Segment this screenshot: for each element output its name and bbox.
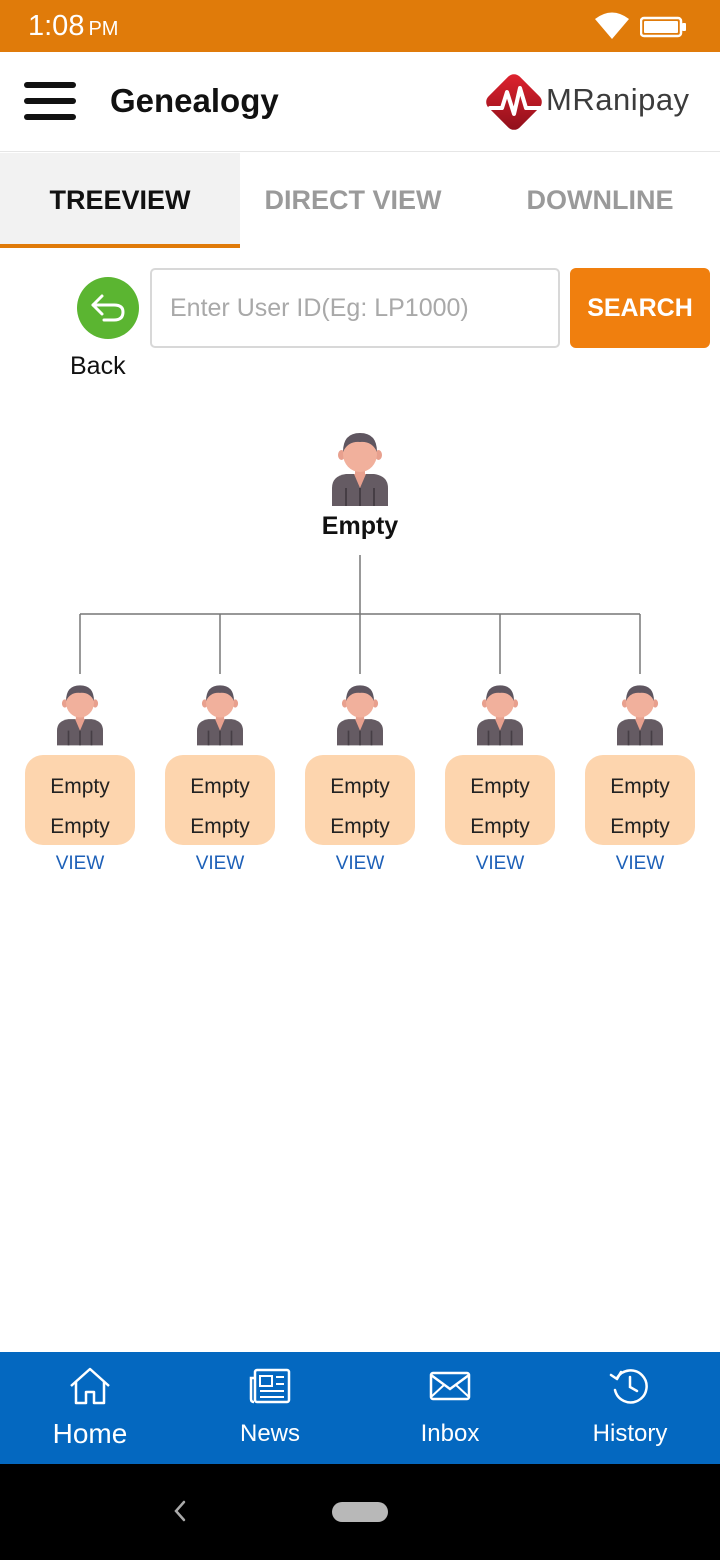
child-id: Empty bbox=[190, 815, 250, 838]
brand-logo-icon bbox=[486, 74, 542, 130]
child-info-card[interactable]: Empty Empty bbox=[585, 755, 695, 845]
root-user-label: Empty bbox=[321, 512, 399, 540]
child-user-avatar-icon[interactable] bbox=[337, 684, 383, 746]
child-id: Empty bbox=[610, 815, 670, 838]
nav-inbox[interactable]: Inbox bbox=[360, 1352, 540, 1464]
child-user-avatar-icon[interactable] bbox=[617, 684, 663, 746]
child-user-avatar-icon[interactable] bbox=[197, 684, 243, 746]
view-link[interactable]: VIEW bbox=[475, 853, 525, 874]
system-back-icon[interactable] bbox=[170, 1496, 190, 1526]
child-id: Empty bbox=[50, 815, 110, 838]
nav-news[interactable]: News bbox=[180, 1352, 360, 1464]
back-button[interactable] bbox=[77, 277, 139, 339]
tab-bar: TREEVIEW DIRECT VIEW DOWNLINE bbox=[0, 153, 720, 248]
search-button[interactable]: SEARCH bbox=[570, 268, 710, 348]
brand-name: MRanipay bbox=[546, 82, 690, 117]
child-name: Empty bbox=[470, 775, 530, 798]
status-time-value: 1:08 bbox=[28, 10, 85, 42]
child-info-card[interactable]: Empty Empty bbox=[165, 755, 275, 845]
root-user-avatar-icon[interactable] bbox=[332, 432, 388, 506]
history-icon bbox=[609, 1369, 648, 1404]
child-name: Empty bbox=[50, 775, 110, 798]
page-title: Genealogy bbox=[110, 82, 279, 119]
tab-direct-view[interactable]: DIRECT VIEW bbox=[264, 185, 442, 215]
status-time-ampm: PM bbox=[88, 18, 119, 40]
view-link[interactable]: VIEW bbox=[195, 853, 245, 874]
mail-icon bbox=[429, 1371, 471, 1401]
child-info-card[interactable]: Empty Empty bbox=[445, 755, 555, 845]
nav-news-label: News bbox=[239, 1420, 300, 1447]
view-link[interactable]: VIEW bbox=[55, 853, 105, 874]
nav-history-label: History bbox=[592, 1420, 668, 1447]
child-user-avatar-icon[interactable] bbox=[57, 684, 103, 746]
view-link[interactable]: VIEW bbox=[615, 853, 665, 874]
child-info-card[interactable]: Empty Empty bbox=[305, 755, 415, 845]
child-node-3: Empty Empty VIEW bbox=[304, 684, 416, 875]
child-name: Empty bbox=[610, 775, 670, 798]
nav-home[interactable]: Home bbox=[0, 1352, 180, 1464]
child-node-2: Empty Empty VIEW bbox=[164, 684, 276, 875]
nav-inbox-label: Inbox bbox=[420, 1420, 480, 1447]
child-node-1: Empty Empty VIEW bbox=[24, 684, 136, 875]
tree-connector-lines bbox=[79, 555, 641, 674]
battery-icon bbox=[640, 16, 686, 38]
child-node-5: Empty Empty VIEW bbox=[584, 684, 696, 875]
back-label: Back bbox=[70, 352, 126, 380]
hamburger-menu-icon[interactable] bbox=[24, 82, 76, 122]
nav-history[interactable]: History bbox=[540, 1352, 720, 1464]
tab-downline[interactable]: DOWNLINE bbox=[526, 185, 674, 215]
return-arrow-icon bbox=[91, 294, 125, 322]
child-id: Empty bbox=[330, 815, 390, 838]
child-node-4: Empty Empty VIEW bbox=[444, 684, 556, 875]
app-bar: Genealogy MRanipay bbox=[0, 52, 720, 152]
view-link[interactable]: VIEW bbox=[335, 853, 385, 874]
child-name: Empty bbox=[330, 775, 390, 798]
home-icon bbox=[70, 1367, 110, 1405]
tab-treeview[interactable]: TREEVIEW bbox=[0, 153, 240, 248]
nav-home-label: Home bbox=[52, 1418, 128, 1449]
child-id: Empty bbox=[470, 815, 530, 838]
child-user-avatar-icon[interactable] bbox=[477, 684, 523, 746]
user-id-search-input[interactable] bbox=[150, 268, 560, 348]
news-icon bbox=[249, 1368, 291, 1404]
child-info-card[interactable]: Empty Empty bbox=[25, 755, 135, 845]
wifi-icon bbox=[595, 12, 629, 39]
bottom-navigation: Home News Inbox History bbox=[0, 1352, 720, 1464]
system-home-pill[interactable] bbox=[332, 1502, 388, 1522]
child-name: Empty bbox=[190, 775, 250, 798]
